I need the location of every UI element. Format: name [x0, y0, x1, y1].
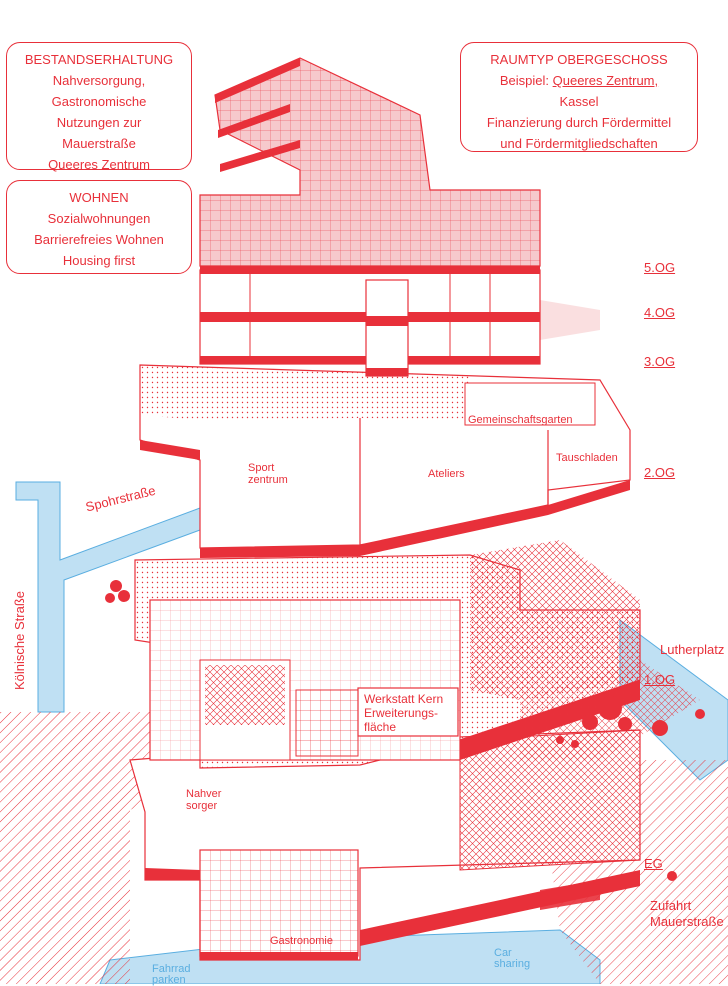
- street-label-zufahrt-line: Mauerstraße: [650, 914, 724, 929]
- info-box-raumtyp-line: Finanzierung durch Fördermittel: [486, 115, 672, 130]
- mobility-label-carsharing: Car sharing: [494, 948, 530, 970]
- mobility-label-fahrrad-line: Fahrrad: [152, 963, 191, 975]
- info-box-wohnen-line: Barrierefreies Wohnen: [34, 232, 164, 247]
- second-floor: [139, 364, 631, 558]
- mobility-label-carsharing-line: Car: [494, 947, 512, 959]
- room-label-nahversorger-line: Nahver: [186, 788, 222, 800]
- info-box-wohnen-line: Housing first: [62, 253, 136, 268]
- info-box-bestand-line: Nutzungen zur: [56, 115, 142, 130]
- info-box-bestand-line: Queeres Zentrum: [48, 157, 150, 172]
- room-label-sportzentrum: Sport zentrum: [248, 462, 288, 486]
- info-box-bestand-title: BESTANDSERHALTUNG: [24, 52, 174, 67]
- example-link[interactable]: Queeres Zentrum,: [552, 73, 659, 88]
- info-box-bestand: BESTANDSERHALTUNG Nahversorgung, Gastron…: [6, 42, 192, 172]
- info-box-bestand-line: Mauerstraße: [62, 136, 136, 151]
- room-label-gemeinschaftsgarten: Gemeinschaftsgarten: [468, 414, 573, 426]
- room-label-ateliers: Ateliers: [428, 468, 465, 480]
- info-box-bestand-line: Gastronomische: [51, 94, 147, 109]
- info-box-raumtyp-example: Beispiel: Queeres Zentrum,: [461, 70, 697, 91]
- info-box-wohnen: WOHNEN Sozialwohnungen Barrierefreies Wo…: [6, 180, 192, 274]
- info-box-raumtyp: RAUMTYP OBERGESCHOSS Beispiel: Queeres Z…: [460, 42, 698, 152]
- room-label-tauschladen: Tauschladen: [556, 452, 618, 464]
- floor-label-3og: 3.OG: [644, 354, 676, 369]
- mobility-label-fahrrad-line: parken: [152, 974, 186, 986]
- info-box-bestand-line: Nahversorgung,: [52, 73, 146, 88]
- mobility-label-carsharing-line: sharing: [494, 958, 531, 970]
- example-prefix: Beispiel:: [499, 73, 553, 88]
- room-label-sportzentrum-line: zentrum: [248, 474, 288, 486]
- floor-label-5og: 5.OG: [644, 260, 676, 275]
- street-label-koelnische: Kölnische Straße: [12, 591, 27, 690]
- floor-label-eg: EG: [644, 856, 663, 871]
- ground-floor: [129, 729, 641, 961]
- info-box-raumtyp-title: RAUMTYP OBERGESCHOSS: [490, 52, 668, 67]
- info-box-wohnen-line: Sozialwohnungen: [47, 211, 151, 226]
- room-label-sportzentrum-line: Sport: [248, 462, 275, 474]
- floor-label-2og: 2.OG: [644, 465, 676, 480]
- room-label-gastronomie: Gastronomie: [270, 935, 333, 947]
- floor-label-4og: 4.OG: [644, 305, 676, 320]
- room-label-nahversorger: Nahver sorger: [186, 788, 221, 812]
- street-label-luther: Lutherplatz: [660, 642, 725, 657]
- info-box-wohnen-title: WOHNEN: [69, 190, 129, 205]
- first-floor: [134, 540, 700, 769]
- room-label-werkstatt: Werkstatt Kern Erweiterungs- fläche: [364, 692, 443, 734]
- mobility-label-fahrrad: Fahrrad parken: [152, 964, 191, 986]
- floor-label-1og: 1.OG: [644, 672, 676, 687]
- room-label-nahversorger-line: sorger: [186, 800, 218, 812]
- trees: [105, 580, 705, 881]
- info-box-raumtyp-line: und Fördermitgliedschaften: [500, 136, 658, 151]
- street-label-zufahrt: Zufahrt Mauerstraße: [650, 898, 724, 930]
- room-label-werkstatt-line: fläche: [364, 720, 397, 734]
- info-box-raumtyp-city: Kassel: [559, 94, 599, 109]
- room-label-werkstatt-line: Erweiterungs-: [364, 706, 439, 720]
- room-label-werkstatt-line: Werkstatt Kern: [364, 692, 444, 706]
- upper-floors: [199, 57, 600, 377]
- street-label-zufahrt-line: Zufahrt: [650, 898, 692, 913]
